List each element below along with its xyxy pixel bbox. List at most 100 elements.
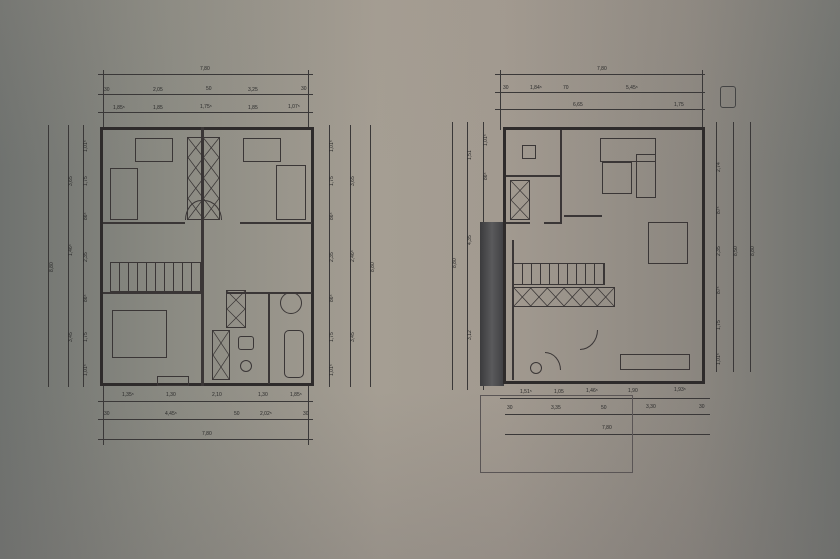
dim-top-r2-2: 50 [206,86,212,92]
dim-left-in-0: 1,01⁵ [483,134,489,146]
terrace-outline [480,395,633,473]
dim-top-r2-3: 3,25 [248,87,258,93]
dining-table [648,222,688,264]
bathtub [284,330,304,378]
interior-wall [544,222,562,224]
cloakroom [510,180,530,220]
dim-bot-r1-2: 1,46⁵ [586,388,598,394]
dim-line [98,94,313,95]
window-sill [157,376,189,386]
dim-line [98,401,313,402]
interior-wall [560,130,562,222]
dim-top-r3-1: 1,75 [674,102,684,108]
dim-top-r2-3: 5,45⁵ [626,85,638,91]
kitchen-counter [620,354,690,370]
dim-top-r2-0: 30 [503,85,509,91]
desk [135,138,173,162]
dim-bot-r2-3: 3,30 [646,404,656,410]
double-bed [112,310,167,358]
shower [280,292,302,314]
interior-wall [506,175,562,177]
dim-bot-r1-0: 1,51⁵ [520,389,532,395]
dim-bot-r1-4: 1,85⁵ [290,392,302,398]
dim-right-in-4: 1,75 [716,320,722,330]
bed [276,165,306,220]
dim-top-r2-0: 30 [104,87,110,93]
shaded-wall-region [480,222,504,386]
dim-bot-r1-3: 1,30 [258,392,268,398]
dim-right-in-3: 87⁵ [716,286,722,294]
dim-line [750,122,751,372]
dim-top-r2-1: 1,84⁵ [530,85,542,91]
left-floor-plan: 7,80 30 2,05 50 3,25 30 1,85⁵ 1,85 1,75⁵… [48,66,376,445]
dim-bot-r1-3: 1,90 [628,388,638,394]
dim-line [98,439,313,440]
dim-right-mid: 8,50 [733,246,739,256]
interior-wall [268,292,270,384]
north-arrow-icon [720,86,736,108]
coffee-table [602,162,632,194]
dim-line [716,122,717,372]
dim-line [452,122,453,390]
partition-line [564,215,602,217]
dim-right-outer: 8,80 [750,246,756,256]
dim-line [495,92,705,93]
dim-line [98,112,313,113]
toilet [530,362,542,374]
dim-line [68,125,69,387]
dim-line [505,414,710,415]
dim-top-r3-1: 1,85 [153,105,163,111]
dim-bot-r2-1: 3,35 [551,405,561,411]
sofa [600,138,656,162]
dim-top-r2-1: 2,05 [153,87,163,93]
dim-right-in-2: 2,35 [716,246,722,256]
sink [238,336,254,350]
dim-top-r3-3: 1,85 [248,105,258,111]
dim-bot-r2-3: 2,02⁵ [260,411,272,417]
dim-tick [308,385,309,445]
dim-line [370,125,371,387]
dim-bot-r2-2: 50 [601,405,607,411]
dim-line [495,109,705,110]
dim-line [467,122,468,390]
toilet [522,145,536,159]
dim-top-r2-2: 70 [563,85,569,91]
dim-bot-r2-0: 30 [104,411,110,417]
dim-top-r3-2: 1,75⁵ [200,104,212,110]
dim-left-in-2: 86⁵ [483,172,489,180]
interior-wall [240,222,312,224]
dim-bot-r2-0: 30 [507,405,513,411]
dim-line [98,74,313,75]
interior-wall [512,240,514,380]
dim-line [329,125,330,387]
dim-bot-overall: 7,80 [202,431,212,437]
staircase [110,262,202,292]
dim-top-overall: 7,80 [597,66,607,72]
dim-left-outer: 8,80 [452,258,458,268]
dim-left-in-1: 1,51 [467,150,473,160]
dim-tick [103,70,104,130]
dim-bot-r2-1: 4,45⁵ [165,411,177,417]
dim-line [350,125,351,387]
dim-tick [500,70,501,130]
dim-tick [103,385,104,445]
dim-left-in-5: 3,12 [467,330,473,340]
dim-bot-overall: 7,80 [602,425,612,431]
dim-bot-r2-4: 30 [303,411,309,417]
dim-top-r2-4: 30 [301,86,307,92]
dim-line [98,419,313,420]
interior-wall [103,292,201,294]
dim-top-r3-0: 1,85⁵ [113,105,125,111]
dim-tick [308,70,309,130]
toilet [240,360,252,372]
wardrobe [212,330,230,380]
staircase [513,263,605,285]
dim-bot-r1-4: 1,93⁵ [674,387,686,393]
interior-wall [506,222,530,224]
desk [243,138,281,162]
dim-top-overall: 7,80 [200,66,210,72]
dim-right-in-1: 87⁵ [716,206,722,214]
dim-line [733,122,734,372]
dim-bot-r2-2: 50 [234,411,240,417]
dim-bot-r1-1: 1,05 [554,389,564,395]
